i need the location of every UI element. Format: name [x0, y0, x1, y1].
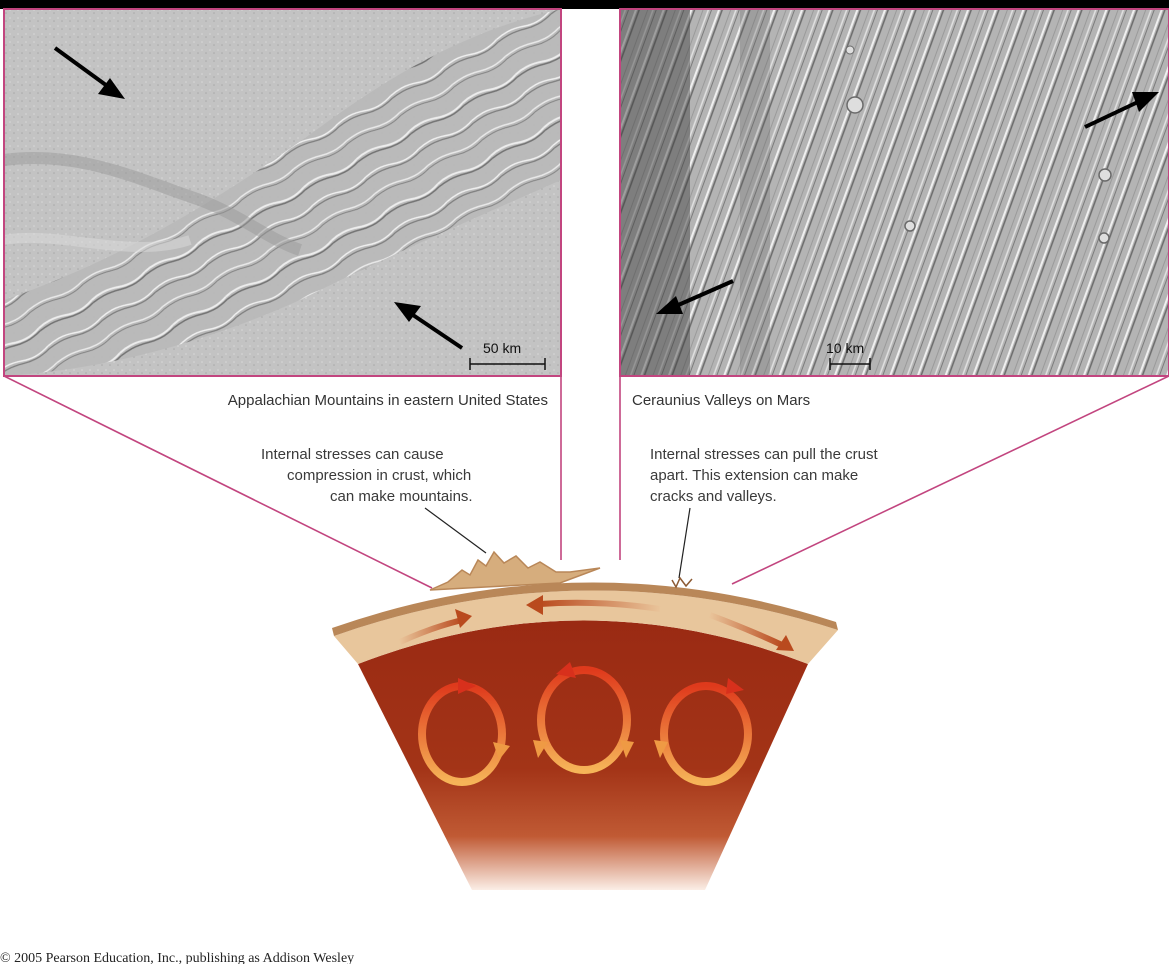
connector-lines	[4, 376, 1169, 588]
top-border	[0, 0, 1169, 9]
compression-line-1: Internal stresses can cause	[261, 446, 444, 463]
ceraunius-panel: 10 km	[620, 9, 1169, 376]
extension-line-3: cracks and valleys.	[650, 488, 777, 505]
ceraunius-scale-label: 10 km	[826, 340, 864, 356]
extension-line-1: Internal stresses can pull the crust	[650, 446, 878, 463]
copyright-notice: © 2005 Pearson Education, Inc., publishi…	[0, 951, 354, 964]
extension-line-2: apart. This extension can make	[650, 467, 858, 484]
appalachian-caption: Appalachian Mountains in eastern United …	[228, 392, 548, 409]
compression-line-3: can make mountains.	[330, 488, 473, 505]
compression-line-2: compression in crust, which	[287, 467, 471, 484]
ceraunius-caption: Ceraunius Valleys on Mars	[632, 392, 810, 409]
appalachian-scale-label: 50 km	[483, 340, 521, 356]
earth-cross-section	[332, 552, 838, 964]
extension-annotation: Internal stresses can pull the crust apa…	[650, 446, 878, 578]
appalachian-panel: 50 km	[4, 9, 561, 376]
ceraunius-image	[620, 9, 1169, 376]
compression-annotation: Internal stresses can cause compression …	[261, 446, 486, 553]
